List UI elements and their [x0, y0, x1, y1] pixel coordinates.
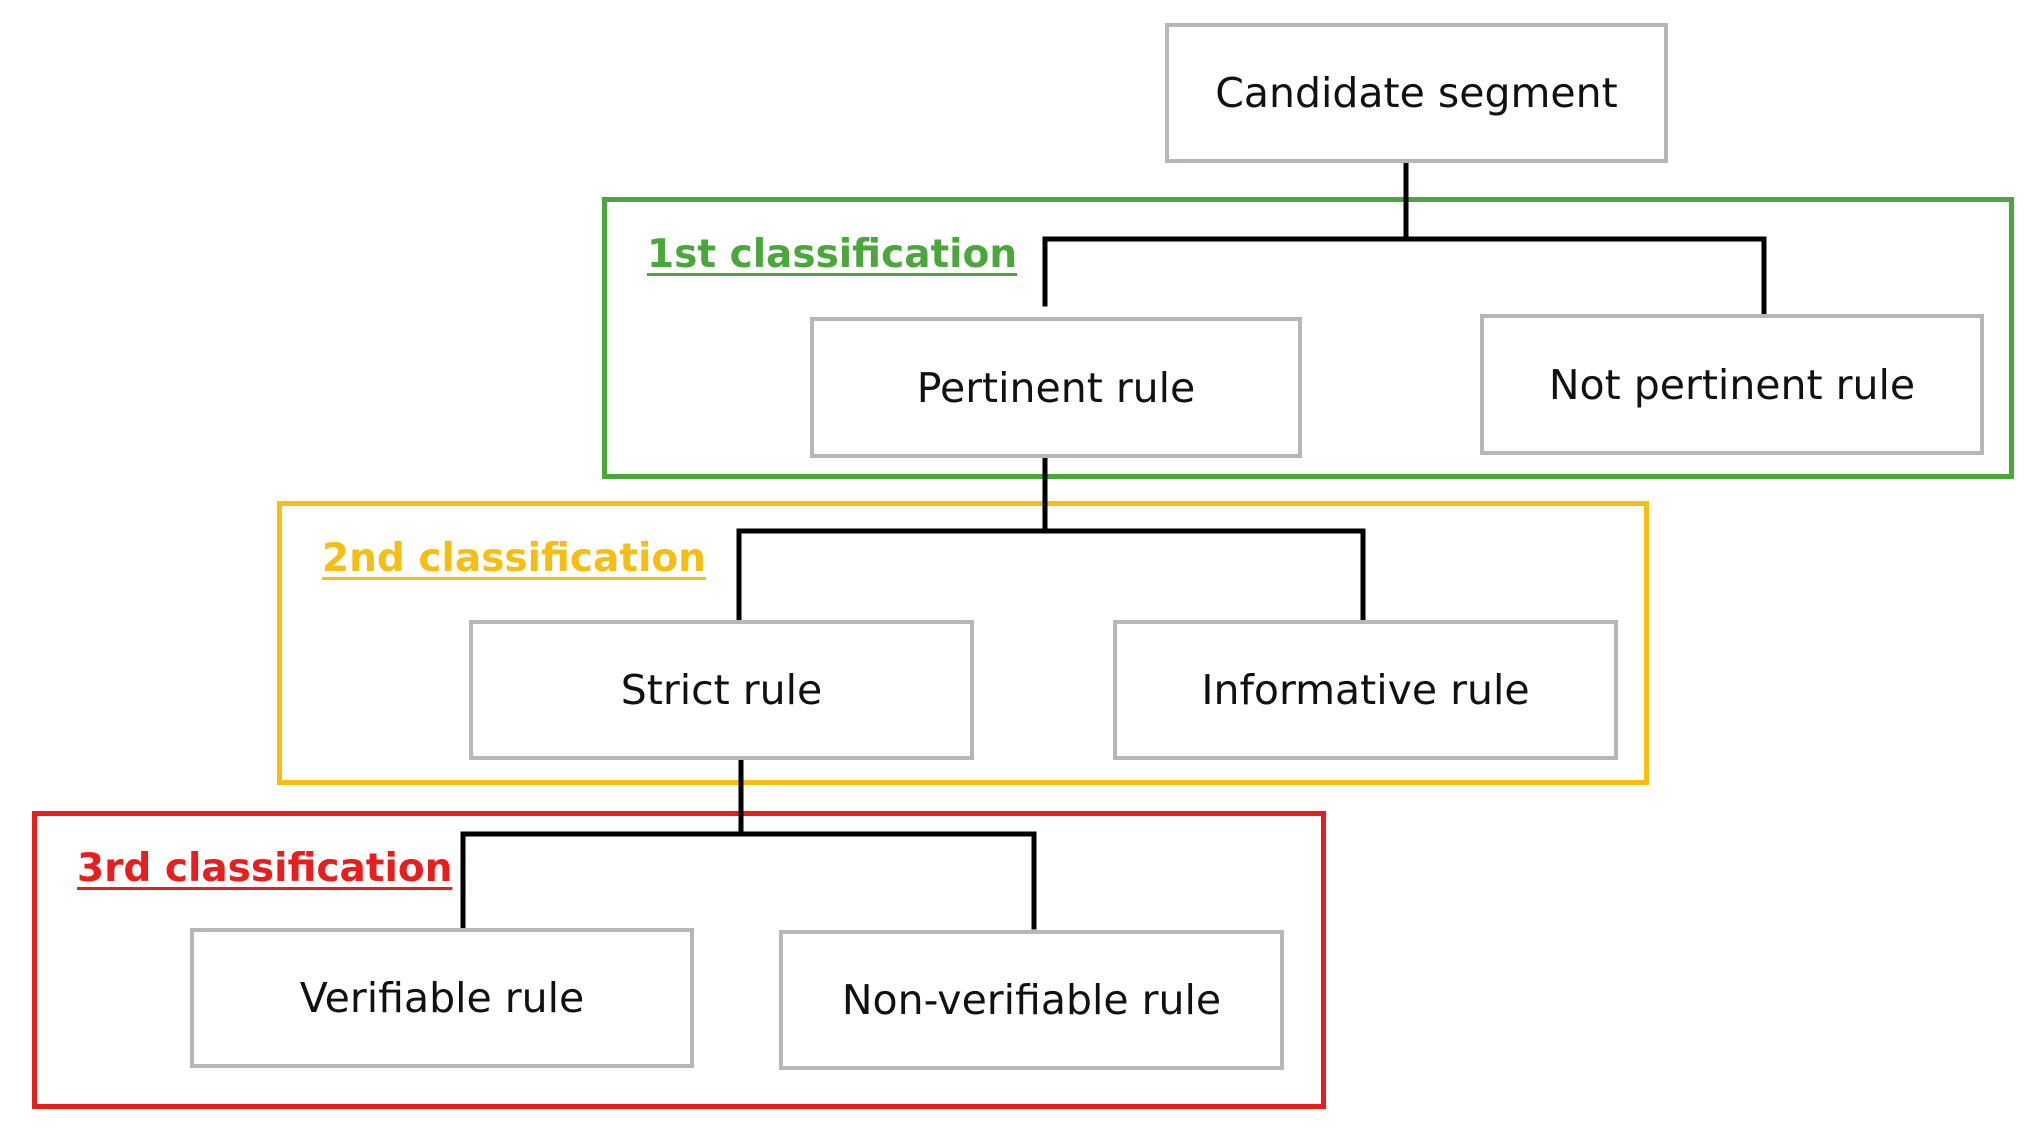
candidate-segment-label: Candidate segment	[1215, 69, 1618, 117]
verifiable-rule-label: Verifiable rule	[299, 974, 585, 1022]
informative-rule-label: Informative rule	[1201, 666, 1530, 714]
informative-rule-box: Informative rule	[1113, 620, 1618, 760]
second-classification-frame: 2nd classification	[277, 501, 1649, 785]
third-classification-frame: 3rd classification	[32, 811, 1326, 1109]
third-classification-title: 3rd classification	[77, 846, 453, 891]
connector-level1-bar	[1042, 236, 1767, 315]
non-verifiable-rule-box: Non-verifiable rule	[779, 930, 1284, 1070]
first-classification-frame: 1st classification	[602, 197, 2014, 479]
candidate-segment-box: Candidate segment	[1165, 23, 1668, 163]
connector-level2-bar	[736, 528, 1366, 622]
non-verifiable-rule-label: Non-verifiable rule	[841, 976, 1222, 1024]
verifiable-rule-box: Verifiable rule	[190, 928, 694, 1068]
strict-rule-box: Strict rule	[469, 620, 974, 760]
second-classification-title: 2nd classification	[322, 536, 706, 581]
connector-level3-bar	[460, 831, 1037, 930]
not-pertinent-rule-label: Not pertinent rule	[1548, 360, 1916, 409]
not-pertinent-rule-box: Not pertinent rule	[1480, 314, 1984, 455]
first-classification-title: 1st classification	[647, 232, 1018, 277]
pertinent-rule-box: Pertinent rule	[810, 317, 1302, 458]
strict-rule-label: Strict rule	[620, 666, 823, 714]
pertinent-rule-label: Pertinent rule	[916, 363, 1196, 412]
